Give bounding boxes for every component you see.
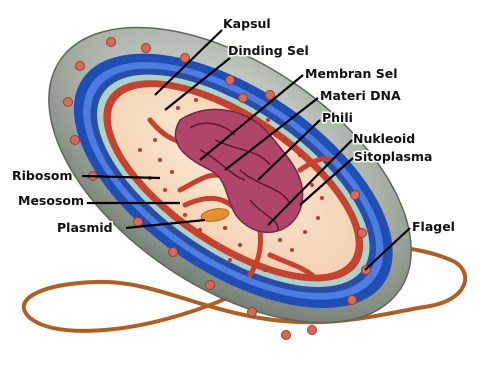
label-kapsul: Kapsul <box>223 16 271 31</box>
label-ribosom: Ribosom <box>12 168 73 183</box>
label-materi-dna: Materi DNA <box>320 88 401 103</box>
label-dinding-sel: Dinding Sel <box>228 43 309 58</box>
label-membran-sel: Membran Sel <box>305 66 398 81</box>
label-flagel: Flagel <box>412 219 455 234</box>
label-phili: Phili <box>322 110 353 125</box>
label-mesosom: Mesosom <box>18 193 84 208</box>
label-nukleoid: Nukleoid <box>353 131 415 146</box>
label-sitoplasma: Sitoplasma <box>354 149 432 164</box>
label-plasmid: Plasmid <box>57 220 113 235</box>
